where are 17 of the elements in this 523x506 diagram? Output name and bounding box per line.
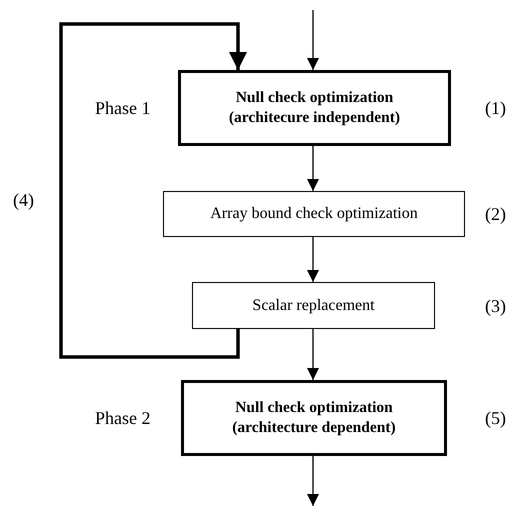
arrow xyxy=(307,456,319,506)
arrow xyxy=(307,329,319,380)
arrow xyxy=(307,146,319,191)
step-number: (5) xyxy=(485,409,506,427)
arrow xyxy=(307,10,319,70)
phase-label: Phase 2 xyxy=(95,409,150,427)
arrow xyxy=(307,237,319,282)
step-number: (2) xyxy=(485,205,506,223)
step-number: (1) xyxy=(485,99,506,117)
process-box: Null check optimization (architecture dependent) xyxy=(181,380,447,456)
arrow xyxy=(59,22,247,359)
step-number: (3) xyxy=(485,297,506,315)
process-box: Array bound check optimization xyxy=(163,191,465,237)
process-box: Null check optimization (architecure independent) xyxy=(178,70,451,146)
edge-label: (4) xyxy=(13,191,34,209)
process-box: Scalar replacement xyxy=(192,282,435,329)
phase-label: Phase 1 xyxy=(95,99,150,117)
